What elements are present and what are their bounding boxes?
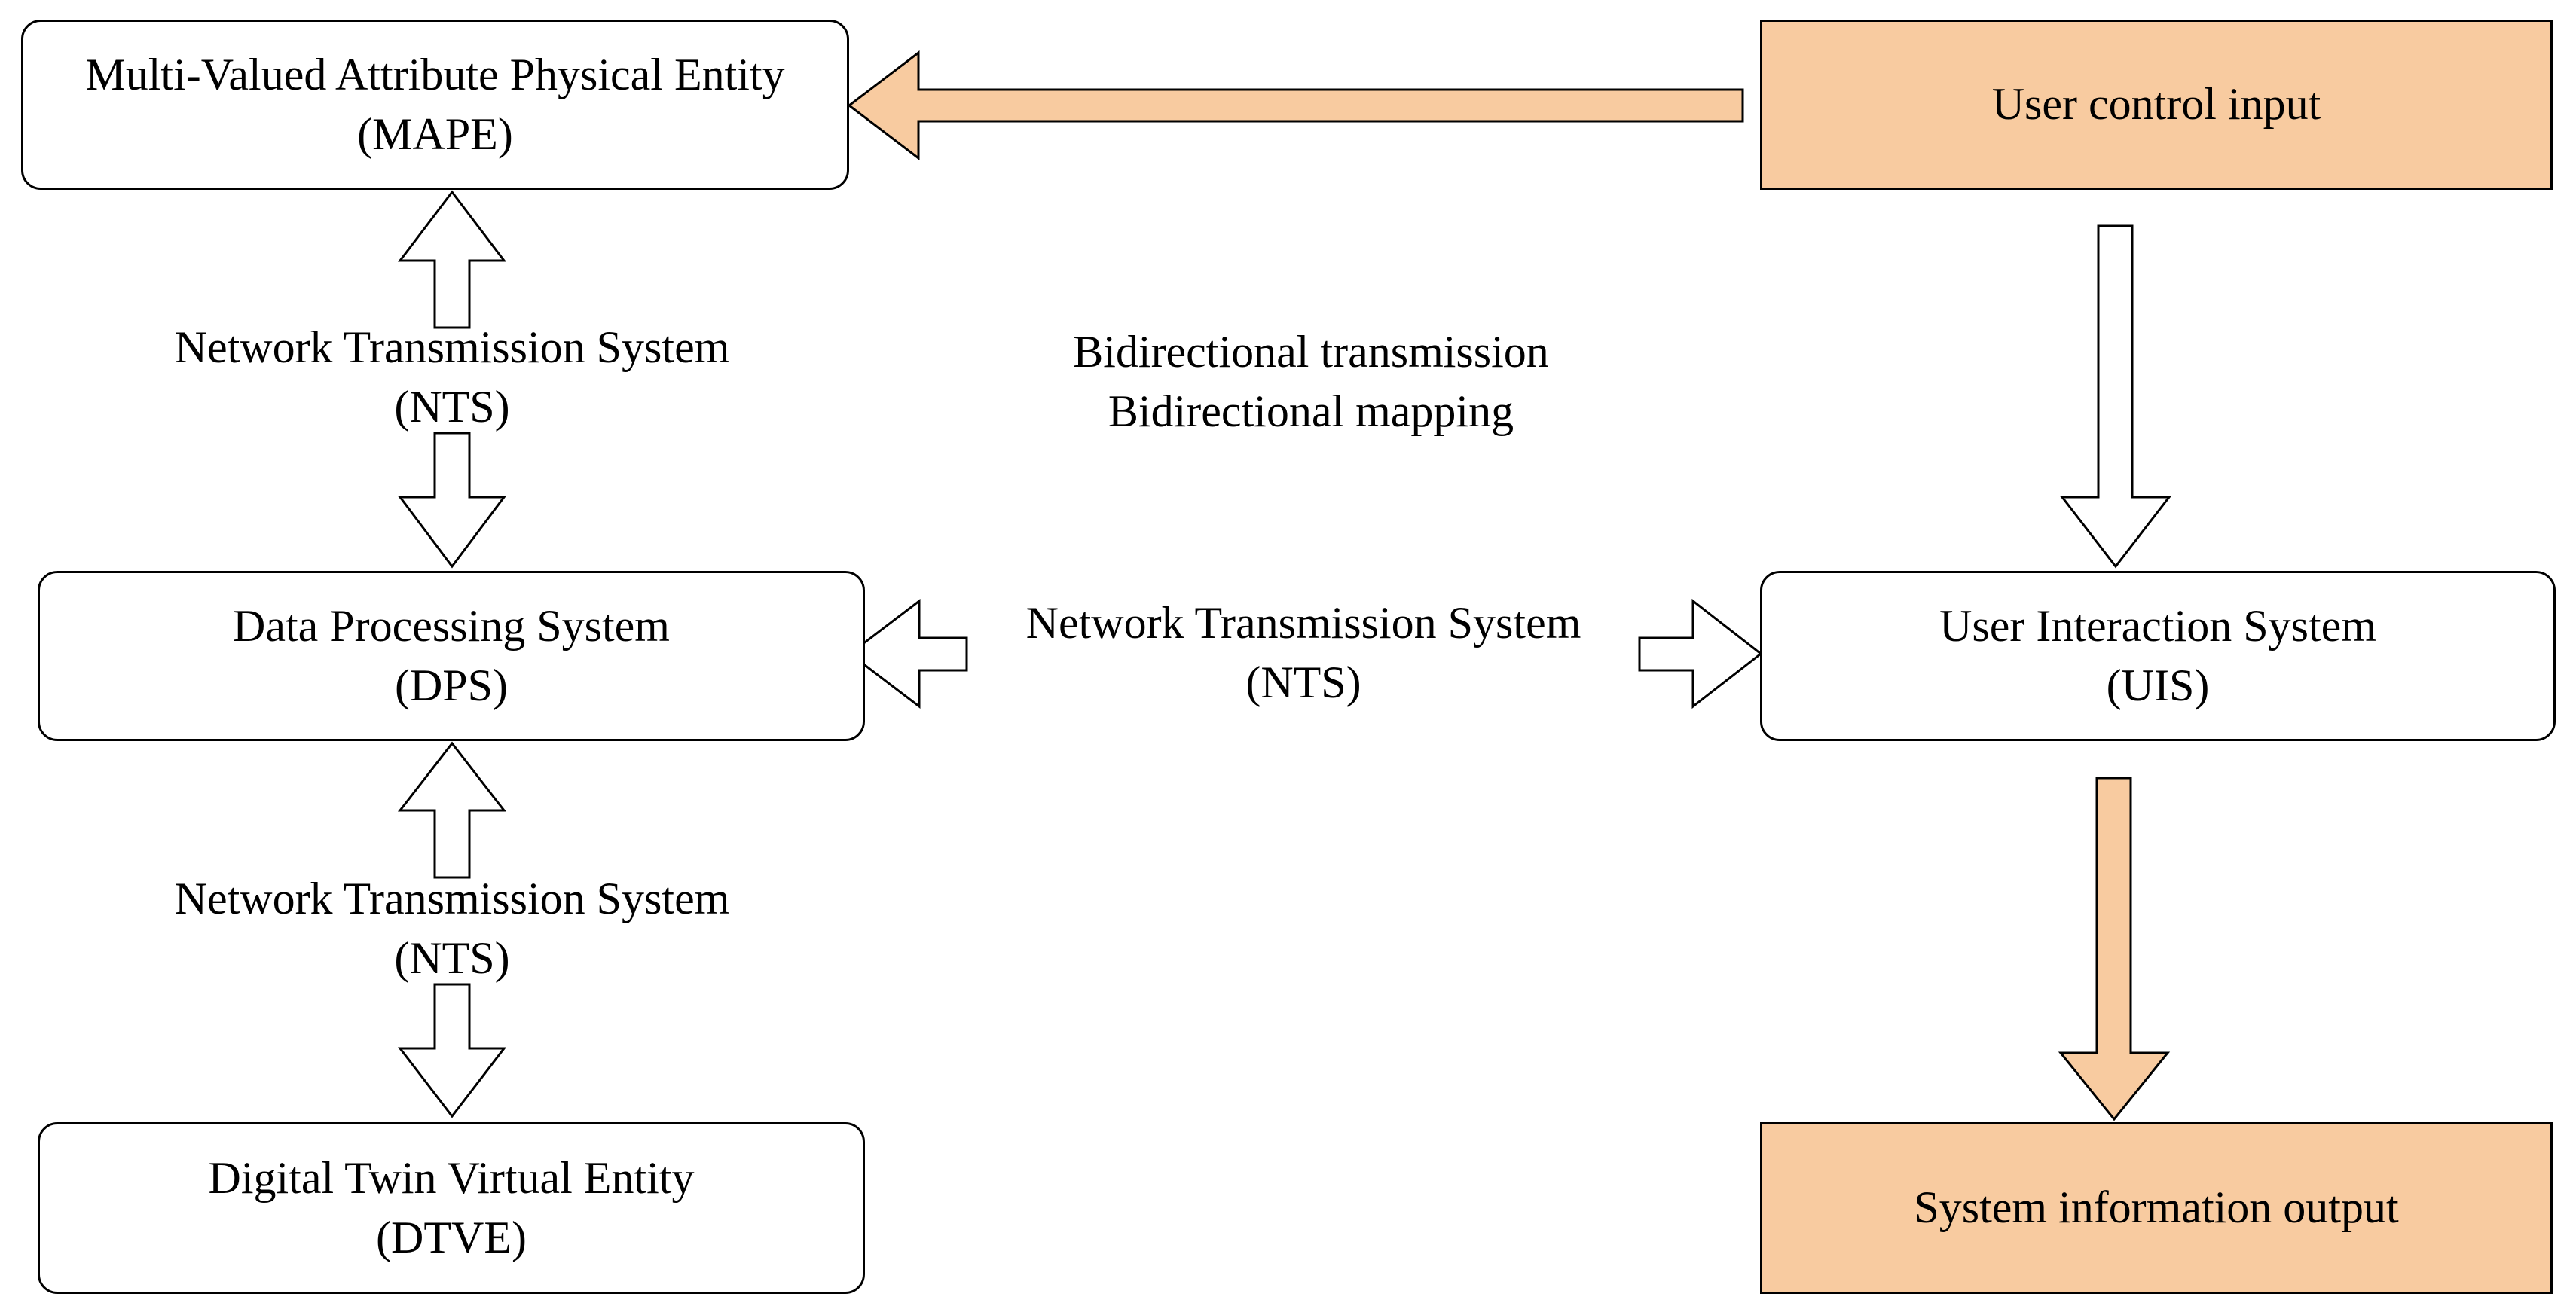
dps-abbrev: (DPS)	[394, 661, 509, 710]
arrow-user-control-to-uis	[2059, 224, 2172, 569]
nts-bottom-label: Network Transmission System (NTS)	[113, 869, 791, 988]
system-information-output-box: System information output	[1760, 1122, 2553, 1294]
dtve-box: Digital Twin Virtual Entity (DTVE)	[38, 1122, 865, 1294]
nts-top-title: Network Transmission System	[174, 322, 730, 372]
nts-bottom-title: Network Transmission System	[174, 874, 730, 923]
arrow-nts-right-to-uis	[1638, 598, 1763, 709]
arrow-nts-up-to-dps	[397, 741, 507, 879]
uis-title: User Interaction System	[1939, 600, 2376, 651]
bidirectional-mapping-text: Bidirectional mapping	[1108, 386, 1514, 437]
arrow-nts-left-to-dps	[848, 598, 968, 709]
mape-box: Multi-Valued Attribute Physical Entity (…	[21, 20, 849, 190]
nts-middle-label: Network Transmission System (NTS)	[968, 593, 1639, 712]
bidirectional-transmission-text: Bidirectional transmission	[1073, 327, 1549, 377]
bidirectional-label: Bidirectional transmission Bidirectional…	[972, 322, 1650, 441]
mape-title: Multi-Valued Attribute Physical Entity	[85, 49, 785, 99]
dtve-title: Digital Twin Virtual Entity	[208, 1152, 695, 1203]
nts-bottom-abbrev: (NTS)	[394, 933, 510, 984]
dps-box: Data Processing System (DPS)	[38, 571, 865, 741]
dtve-abbrev: (DTVE)	[376, 1213, 527, 1262]
user-control-input-label: User control input	[1991, 79, 2321, 130]
user-control-input-box: User control input	[1760, 20, 2553, 190]
arrow-nts-down-to-dtve	[397, 983, 507, 1118]
nts-middle-title: Network Transmission System	[1025, 598, 1581, 648]
dps-title: Data Processing System	[233, 600, 670, 651]
system-information-output-label: System information output	[1914, 1182, 2399, 1233]
arrow-user-control-to-mape	[847, 50, 1744, 161]
nts-top-abbrev: (NTS)	[394, 382, 510, 432]
uis-box: User Interaction System (UIS)	[1760, 571, 2556, 741]
arrow-uis-to-output	[2058, 777, 2171, 1121]
nts-middle-abbrev: (NTS)	[1245, 658, 1361, 708]
mape-abbrev: (MAPE)	[357, 109, 513, 159]
arrow-nts-up-to-mape	[397, 190, 507, 329]
arrow-nts-down-to-dps	[398, 432, 506, 569]
nts-top-label: Network Transmission System (NTS)	[113, 318, 791, 437]
uis-abbrev: (UIS)	[2106, 661, 2210, 710]
